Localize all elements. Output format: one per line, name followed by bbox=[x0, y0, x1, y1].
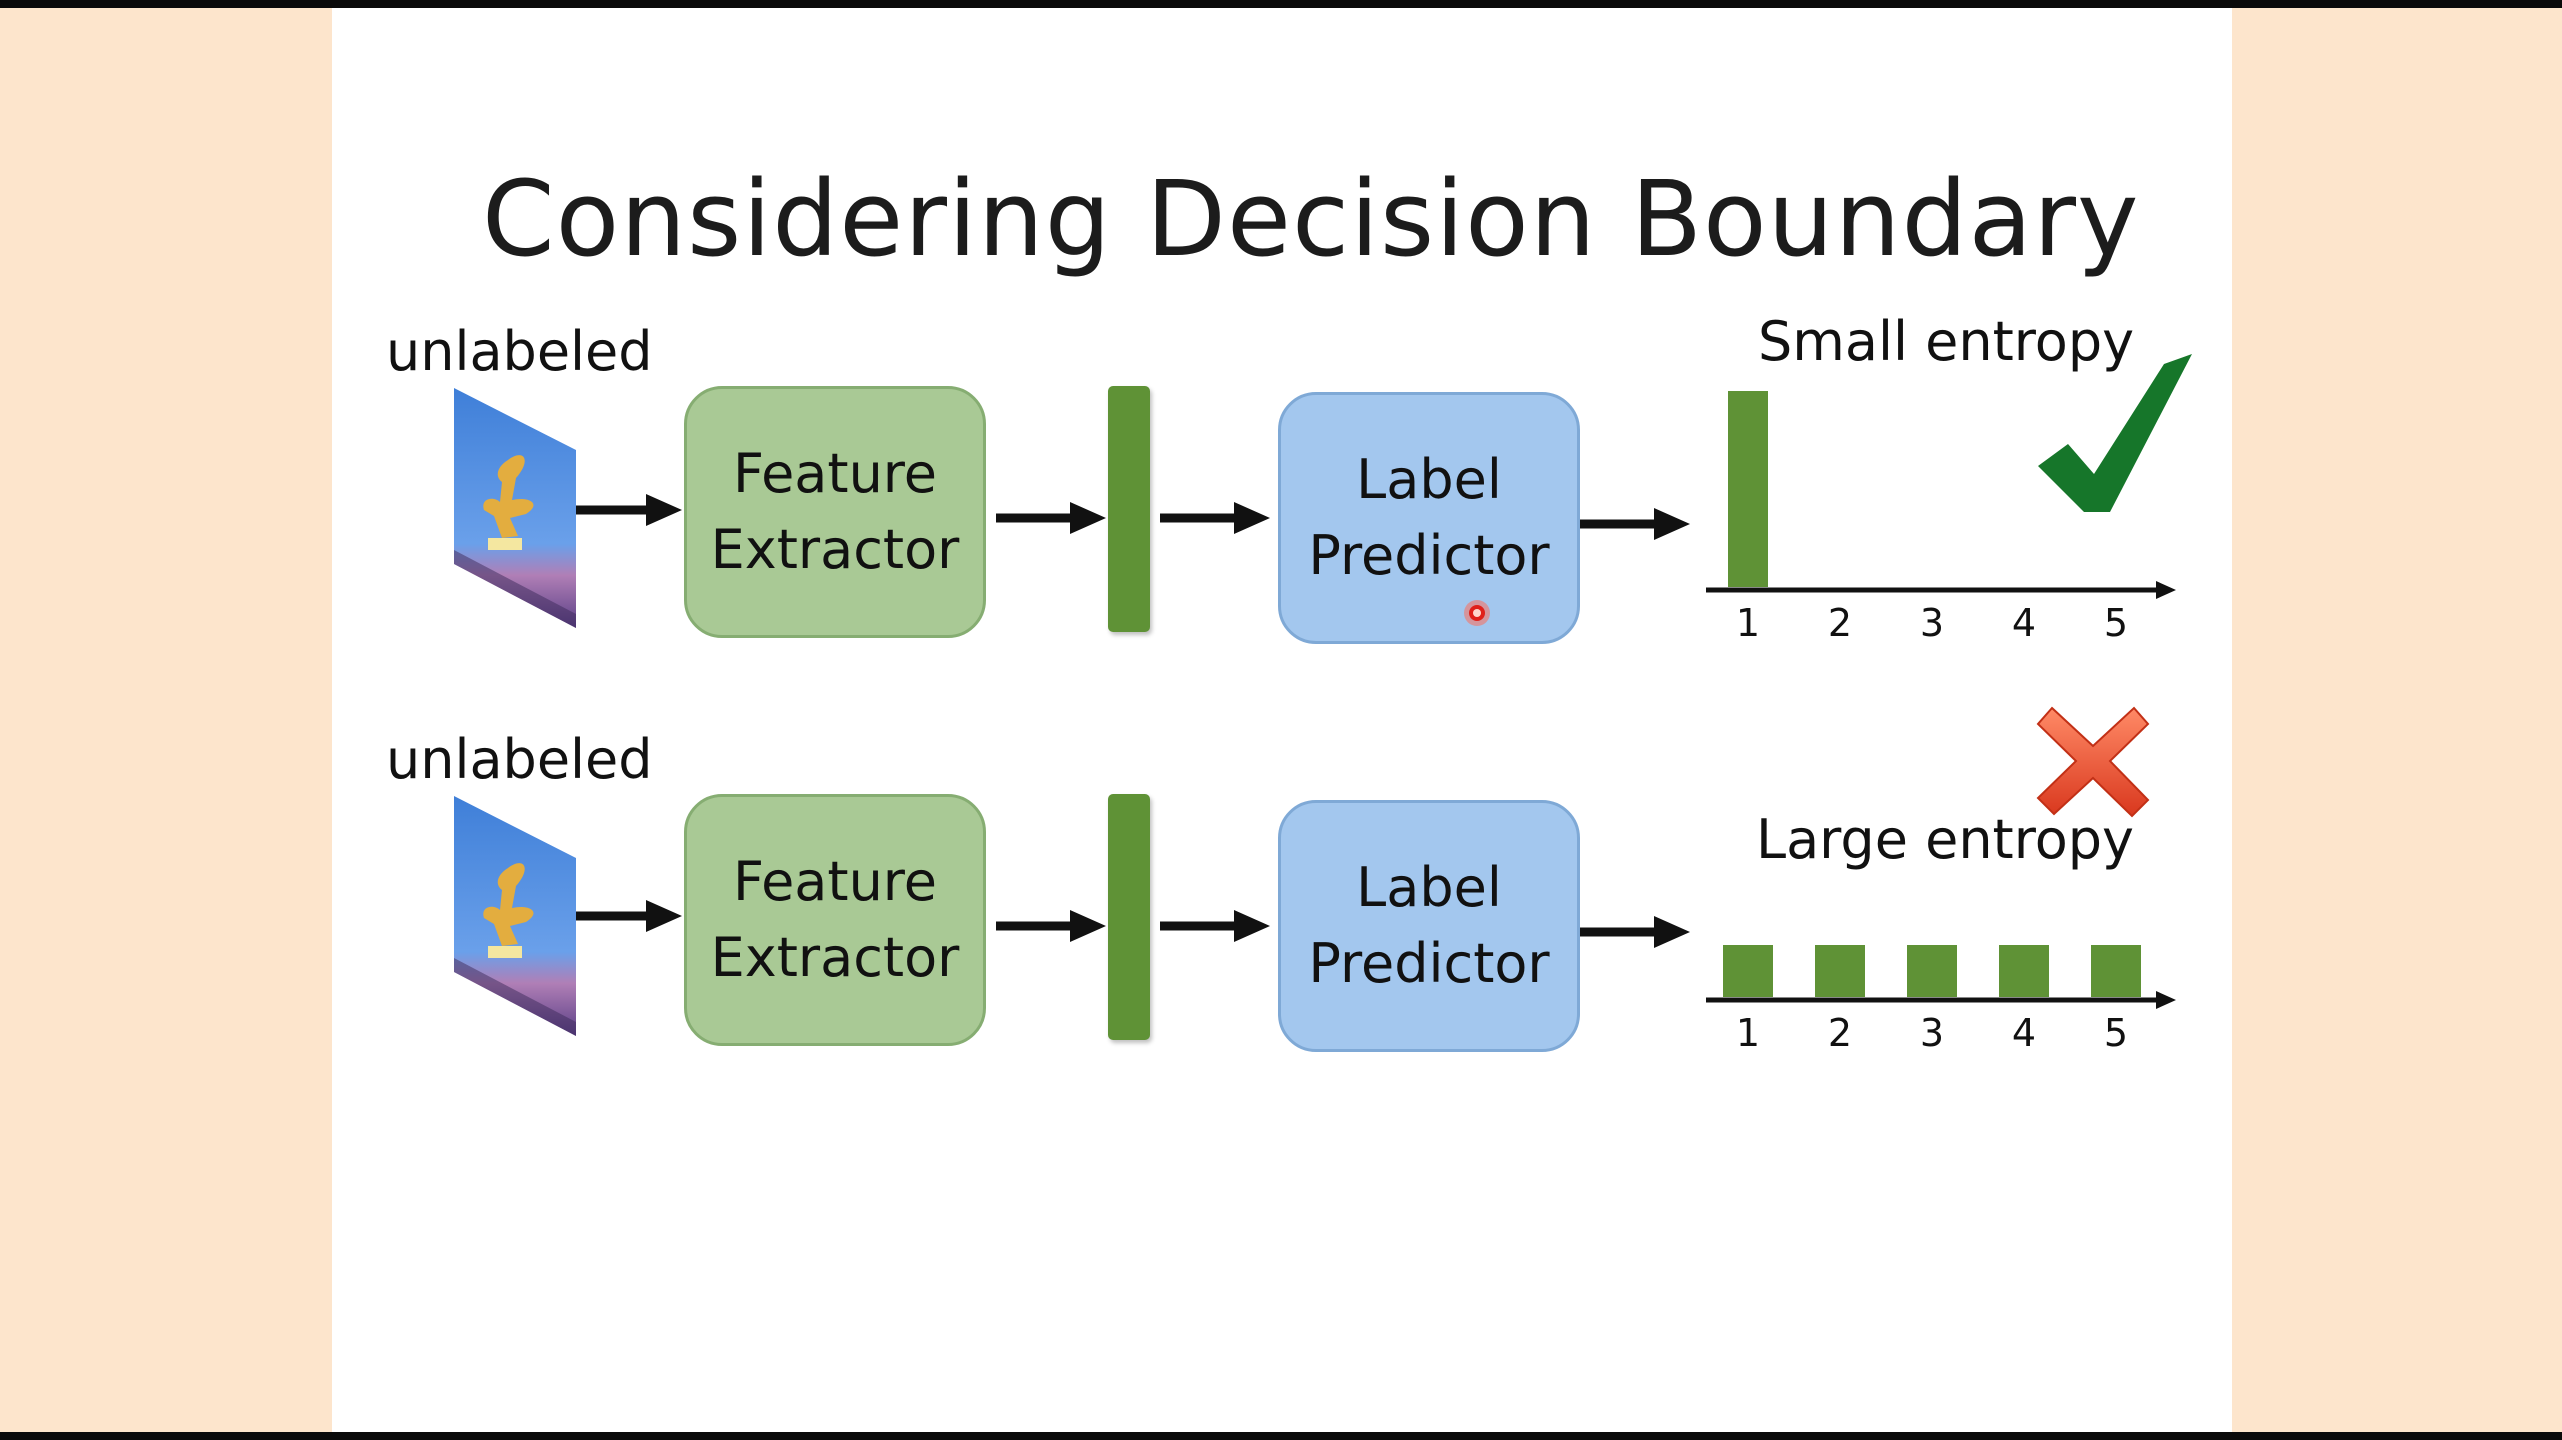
unlabeled-image-2 bbox=[454, 796, 576, 1036]
x-tick-label-2: 2 bbox=[1828, 601, 1852, 645]
label-predictor-line: Predictor bbox=[1308, 524, 1550, 587]
feature-extractor-line: Extractor bbox=[710, 518, 960, 581]
probability-bar-1 bbox=[1723, 945, 1773, 997]
feature-extractor-2: Feature Extractor bbox=[684, 794, 986, 1046]
x-tick-label-1: 1 bbox=[1736, 1011, 1760, 1055]
large-entropy-label: Large entropy bbox=[1756, 808, 2134, 871]
label-predictor-2: Label Predictor bbox=[1278, 800, 1580, 1052]
arrow-predictor-to-output-1 bbox=[1580, 508, 1690, 540]
label-predictor-line: Label bbox=[1356, 856, 1502, 919]
x-tick-label-2: 2 bbox=[1828, 1011, 1852, 1055]
feature-extractor-1: Feature Extractor bbox=[684, 386, 986, 638]
arrow-extractor-to-vector-1 bbox=[996, 502, 1106, 534]
arrow-vector-to-predictor-2 bbox=[1160, 910, 1270, 942]
arrow-image-to-extractor-2 bbox=[576, 900, 682, 932]
probability-bar-1 bbox=[1728, 391, 1768, 587]
output-distribution-chart-2: 1 2 3 4 5 bbox=[1682, 908, 2242, 1058]
feature-extractor-line: Feature bbox=[732, 442, 938, 505]
unlabeled-label-2: unlabeled bbox=[386, 728, 653, 791]
x-axis-arrowhead bbox=[2156, 581, 2176, 599]
arrow-image-to-extractor-1 bbox=[576, 494, 682, 526]
input-image-icon bbox=[454, 796, 576, 1036]
output-distribution-svg-1: 1 2 3 4 5 bbox=[1706, 391, 2176, 645]
check-mark-icon bbox=[2038, 354, 2192, 512]
letterbox-top bbox=[0, 0, 2562, 8]
unlabeled-image-1 bbox=[454, 388, 576, 628]
laser-pointer-dot bbox=[1464, 600, 1490, 626]
output-distribution-chart-1: 1 2 3 4 5 bbox=[1682, 378, 2242, 648]
unlabeled-label-1: unlabeled bbox=[386, 320, 653, 383]
x-tick-label-3: 3 bbox=[1920, 1011, 1944, 1055]
feature-extractor-line: Feature bbox=[732, 850, 938, 913]
x-tick-label-4: 4 bbox=[2012, 1011, 2036, 1055]
feature-extractor-line: Extractor bbox=[710, 926, 960, 989]
x-tick-label-5: 5 bbox=[2104, 601, 2128, 645]
label-predictor-line: Label bbox=[1356, 448, 1502, 511]
small-entropy-label: Small entropy bbox=[1758, 310, 2135, 373]
x-axis-arrowhead bbox=[2156, 991, 2176, 1009]
probability-bar-3 bbox=[1907, 945, 1957, 997]
feature-vector-1 bbox=[1108, 386, 1150, 632]
probability-bar-2 bbox=[1815, 945, 1865, 997]
x-tick-label-3: 3 bbox=[1920, 601, 1944, 645]
arrow-predictor-to-output-2 bbox=[1580, 916, 1690, 948]
arrow-vector-to-predictor-1 bbox=[1160, 502, 1270, 534]
label-predictor-line: Predictor bbox=[1308, 932, 1550, 995]
letterbox-bottom bbox=[0, 1432, 2562, 1440]
output-distribution-svg-2: 1 2 3 4 5 bbox=[1706, 945, 2176, 1055]
slide: Considering Decision Boundary unlabeled … bbox=[332, 8, 2232, 1432]
label-predictor-1: Label Predictor bbox=[1278, 392, 1580, 644]
probability-bar-4 bbox=[1999, 945, 2049, 997]
x-tick-label-4: 4 bbox=[2012, 601, 2036, 645]
cross-mark-icon bbox=[2036, 706, 2150, 818]
slide-title: Considering Decision Boundary bbox=[482, 158, 2140, 280]
probability-bar-5 bbox=[2091, 945, 2141, 997]
feature-vector-2 bbox=[1108, 794, 1150, 1040]
x-tick-label-5: 5 bbox=[2104, 1011, 2128, 1055]
x-tick-label-1: 1 bbox=[1736, 601, 1760, 645]
input-image-icon bbox=[454, 388, 576, 628]
arrow-extractor-to-vector-2 bbox=[996, 910, 1106, 942]
